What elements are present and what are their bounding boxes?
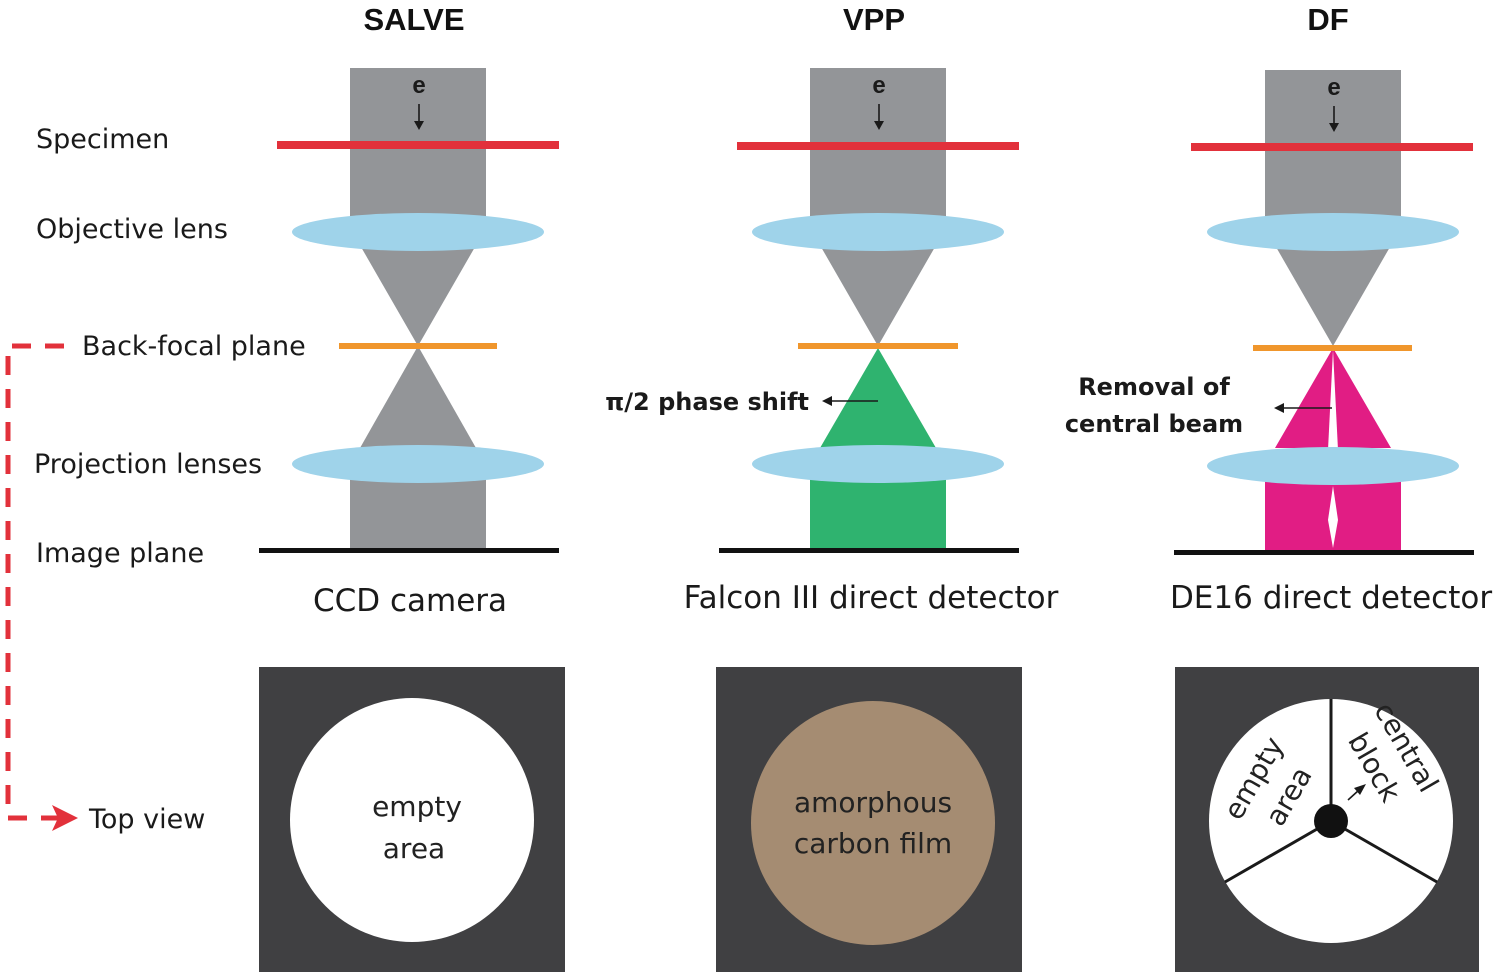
top-view-text-line2: carbon film <box>794 827 952 860</box>
row-label-top-view: Top view <box>88 804 205 835</box>
objective-lens <box>292 213 544 251</box>
column-title-salve: SALVE <box>363 2 464 37</box>
detector-label-salve: CCD camera <box>313 583 507 619</box>
aperture-open-circle <box>290 698 534 942</box>
carbon-film-circle <box>751 701 995 945</box>
left-arrow-icon <box>1274 403 1284 413</box>
detector-label-vpp: Falcon III direct detector <box>684 580 1059 616</box>
specimen-plane <box>1191 143 1473 151</box>
arrowhead-icon <box>52 805 78 831</box>
detector-label-df: DE16 direct detector <box>1170 580 1492 616</box>
dashed-arrow-bfp-to-top-view <box>5 343 78 831</box>
image-plane-line <box>259 548 559 553</box>
row-label-projection-lenses: Projection lenses <box>34 449 262 480</box>
left-arrow-icon <box>822 396 832 406</box>
specimen-plane <box>737 142 1019 150</box>
electron-label: e <box>872 72 885 99</box>
column-df: e Removal of central beam DE16 direct de… <box>1065 70 1492 972</box>
converging-beam <box>817 240 939 346</box>
projection-lens <box>1207 447 1459 485</box>
row-label-objective-lens: Objective lens <box>36 214 228 245</box>
converging-beam <box>1272 240 1394 346</box>
phase-plate-line <box>798 343 958 349</box>
back-focal-plane-line <box>339 343 497 349</box>
diverging-beam <box>360 346 476 448</box>
electron-label: e <box>1327 74 1340 101</box>
aperture-spoke <box>1224 819 1332 884</box>
blocked-central-beam <box>1328 350 1338 450</box>
row-label-specimen: Specimen <box>36 124 169 155</box>
column-salve: e CCD camera empty area <box>259 68 565 972</box>
top-view-text-line2: area <box>383 832 445 865</box>
column-title-df: DF <box>1307 2 1348 37</box>
image-plane-line <box>1174 550 1474 555</box>
down-arrow-icon <box>874 121 884 130</box>
projection-lens <box>292 445 544 483</box>
down-arrow-icon <box>414 121 424 130</box>
blocked-central-beam-lower <box>1328 486 1338 548</box>
arrow-icon <box>1354 784 1366 795</box>
image-plane-line <box>719 548 1019 553</box>
objective-lens <box>752 213 1004 251</box>
specimen-plane <box>277 141 559 149</box>
electron-beam <box>350 68 486 232</box>
column-vpp: e π/2 phase shift Falcon III direct dete… <box>605 68 1059 972</box>
converging-beam <box>357 240 479 346</box>
annotation-removal-line2: central beam <box>1065 410 1243 438</box>
back-focal-plane-line <box>1253 345 1412 351</box>
aperture-spoke <box>1330 819 1438 884</box>
electron-label: e <box>412 72 425 99</box>
top-view-text-line1: empty <box>372 790 462 823</box>
annotation-phase-shift: π/2 phase shift <box>605 388 809 416</box>
projection-lens <box>752 445 1004 483</box>
annotation-removal-line1: Removal of <box>1078 373 1230 401</box>
row-label-back-focal-plane: Back-focal plane <box>82 331 306 362</box>
phase-shifted-beam <box>820 348 936 448</box>
down-arrow-icon <box>1329 123 1339 132</box>
row-label-image-plane: Image plane <box>36 538 204 569</box>
central-block-disk <box>1314 804 1348 838</box>
top-view-text-line1: amorphous <box>794 786 952 819</box>
column-title-vpp: VPP <box>843 2 905 37</box>
objective-lens <box>1207 213 1459 251</box>
